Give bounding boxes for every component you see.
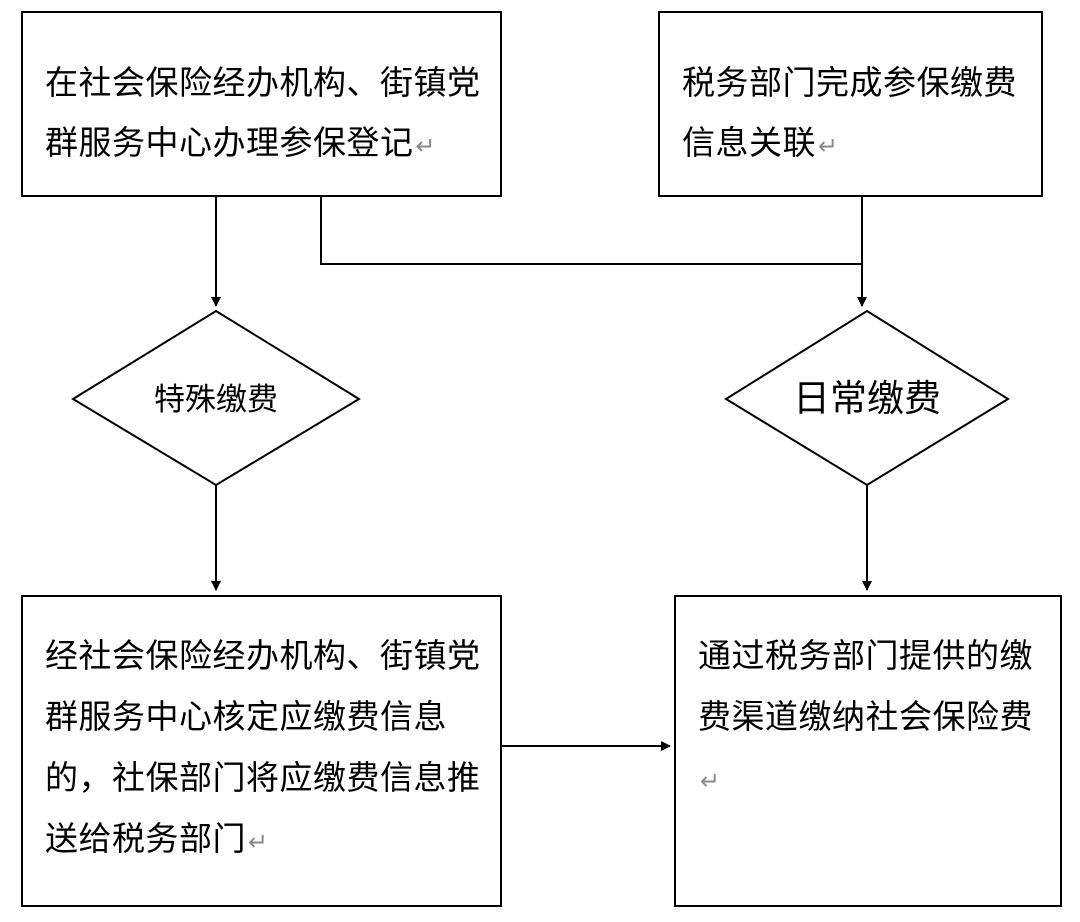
tax-link-box: 税务部门完成参保缴费信息关联↵: [658, 11, 1043, 197]
paragraph-mark-icon: ↵: [818, 132, 839, 160]
register-text: 在社会保险经办机构、街镇党群服务中心办理参保登记: [45, 63, 481, 162]
edge-register-to-daily: [320, 197, 862, 265]
paragraph-mark-icon: ↵: [248, 828, 269, 856]
pay-box: 通过税务部门提供的缴费渠道缴纳社会保险费 ↵: [674, 595, 1062, 907]
register-box: 在社会保险经办机构、街镇党群服务中心办理参保登记↵: [21, 11, 502, 197]
paragraph-mark-icon: ↵: [700, 767, 721, 795]
verify-text: 经社会保险经办机构、街镇党群服务中心核定应缴费信息的，社保部门将应缴费信息推送给…: [45, 636, 481, 858]
verify-box: 经社会保险经办机构、街镇党群服务中心核定应缴费信息的，社保部门将应缴费信息推送给…: [21, 595, 502, 907]
daily-payment-label: 日常缴费: [793, 377, 941, 420]
pay-text: 通过税务部门提供的缴费渠道缴纳社会保险费: [698, 636, 1033, 736]
paragraph-mark-icon: ↵: [415, 132, 437, 160]
special-payment-label: 特殊缴费: [154, 382, 278, 418]
tax-link-text: 税务部门完成参保缴费信息关联: [682, 63, 1017, 162]
